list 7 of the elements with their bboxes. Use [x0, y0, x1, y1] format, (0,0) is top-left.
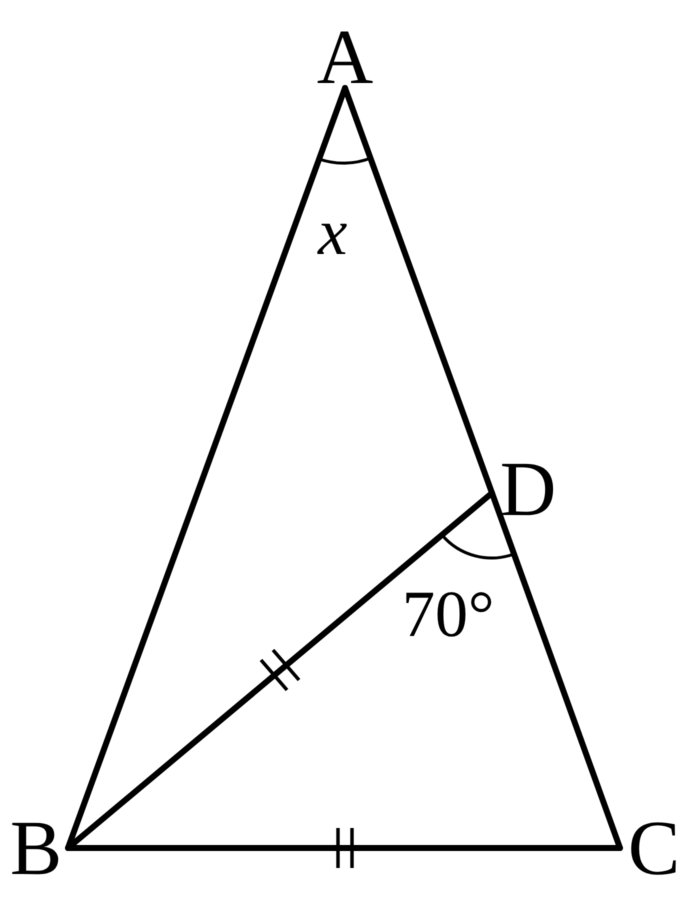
angle-label: 70° — [402, 582, 494, 648]
vertex-label: D — [492, 450, 564, 526]
vertex-label: B — [4, 810, 68, 886]
triangle-side — [65, 845, 623, 851]
vertex-label: A — [310, 18, 380, 88]
angle-label: x — [318, 200, 348, 266]
vertex-label: C — [620, 810, 688, 886]
